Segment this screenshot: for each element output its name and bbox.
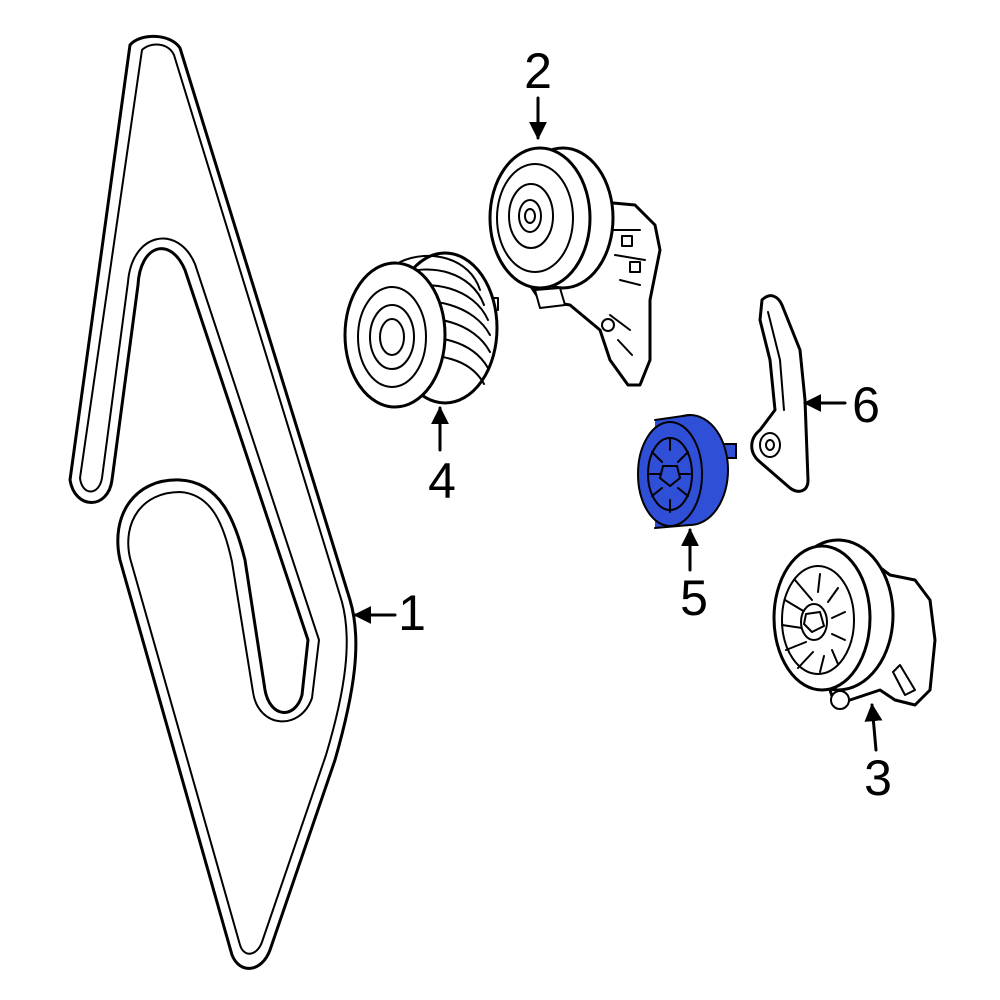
callout-6: 6: [852, 377, 880, 433]
callout-3-arrow: [864, 703, 883, 752]
callout-3: 3: [864, 750, 892, 806]
idler-pulley-highlighted[interactable]: [637, 414, 737, 529]
serpentine-belt[interactable]: [68, 34, 358, 970]
callout-2: 2: [524, 43, 552, 99]
callout-4: 4: [428, 453, 456, 509]
grooved-pulley[interactable]: [343, 251, 499, 409]
tensioner-assembly-bottom[interactable]: [772, 538, 937, 710]
callout-1: 1: [398, 585, 426, 641]
callout-arrows: [353, 96, 883, 752]
mounting-bracket[interactable]: [750, 294, 810, 493]
callout-5: 5: [680, 570, 708, 626]
tensioner-assembly-top[interactable]: [488, 146, 662, 387]
